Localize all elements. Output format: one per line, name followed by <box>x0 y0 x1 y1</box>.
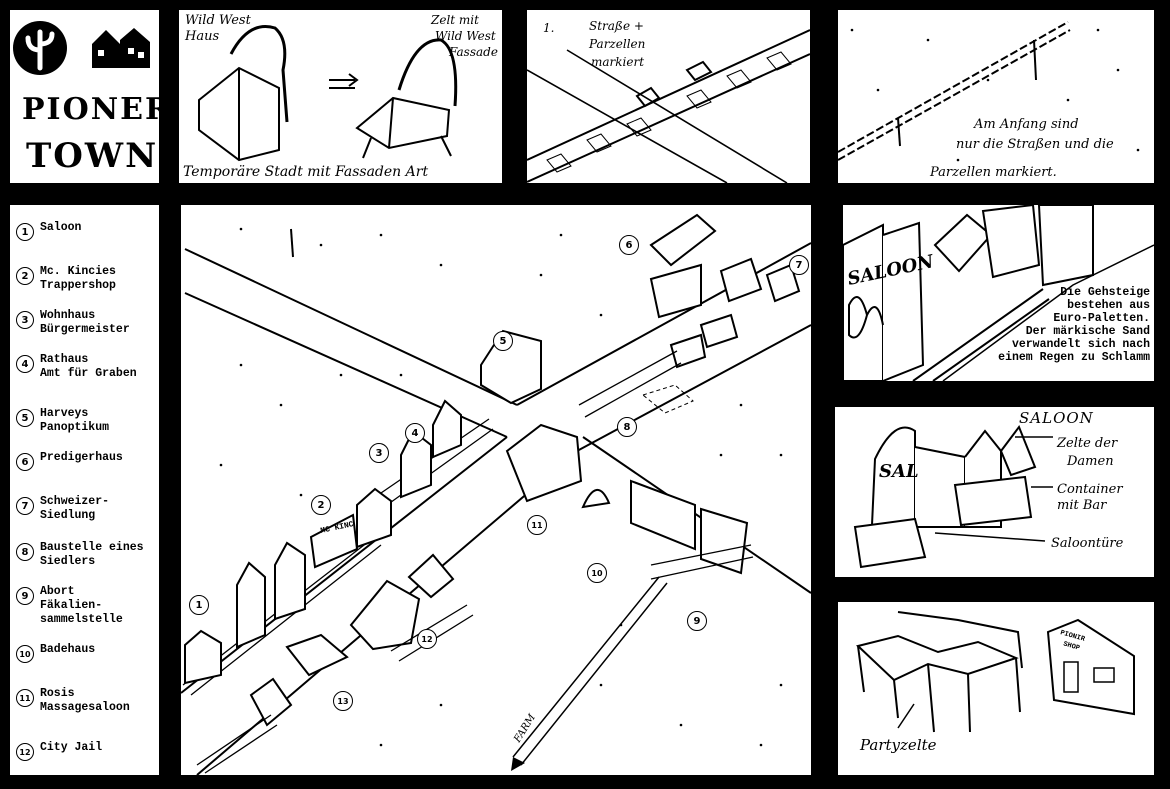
saloon-detail-title: SALOON <box>1019 409 1094 427</box>
logo-panel: PIONER TOWN <box>10 10 159 183</box>
cactus-icon <box>13 21 67 75</box>
legend-item: 7 Schweizer- Siedlung <box>16 495 109 523</box>
legend-label: Harveys Panoptikum <box>40 407 110 434</box>
party-label: Partyzelte <box>859 736 937 754</box>
map-marker-10: 10 <box>587 563 607 583</box>
legend-item: 11 Rosis Massagesaloon <box>16 687 130 715</box>
tent-concept-caption: Temporäre Stadt mit Fassaden Art <box>183 164 428 180</box>
legend-item: 6 Predigerhaus <box>16 451 123 471</box>
legend-item: 8 Baustelle eines Siedlers <box>16 541 144 569</box>
map-marker-3: 3 <box>369 443 389 463</box>
legend-item: 2 Mc. Kincies Trappershop <box>16 265 116 293</box>
map-marker-12: 12 <box>417 629 437 649</box>
house-icon <box>92 28 150 68</box>
legend-item: 1 Saloon <box>16 221 81 241</box>
map-marker-4: 4 <box>405 423 425 443</box>
legend-number-badge: 8 <box>16 543 34 561</box>
legend-panel: 1 Saloon 2 Mc. Kincies Trappershop 3 Wohnhaus… <box>10 205 159 775</box>
legend-number-badge: 3 <box>16 311 34 329</box>
map-marker-8: 8 <box>617 417 637 437</box>
legend-number-badge: 7 <box>16 497 34 515</box>
logo-title-line2: TOWN <box>26 136 159 176</box>
legend-number-badge: 9 <box>16 587 34 605</box>
map-marker-2: 2 <box>311 495 331 515</box>
map-marker-9: 9 <box>687 611 707 631</box>
map-marker-1: 1 <box>189 595 209 615</box>
logo-title-line1: PIONER <box>22 92 159 127</box>
saloon-detail-facade-sign: SAL <box>879 461 919 482</box>
label-house-line1: Wild West <box>185 13 252 28</box>
map-marker-7: 7 <box>789 255 809 275</box>
legend-label: Schweizer- Siedlung <box>40 495 110 522</box>
legend-label: Abort Fäkalien- sammelstelle <box>40 585 123 626</box>
legend-number-badge: 6 <box>16 453 34 471</box>
legend-label: Badehaus <box>40 643 96 656</box>
legend-number-badge: 1 <box>16 223 34 241</box>
legend-number-badge: 4 <box>16 355 34 373</box>
legend-item: 12 City Jail <box>16 741 102 761</box>
legend-item: 10 Badehaus <box>16 643 95 663</box>
legend-number-badge: 12 <box>16 743 34 761</box>
map-marker-6: 6 <box>619 235 639 255</box>
legend-label: City Jail <box>40 741 103 754</box>
legend-label: Baustelle eines Siedlers <box>40 541 144 568</box>
legend-number-badge: 5 <box>16 409 34 427</box>
legend-label: Saloon <box>40 221 82 234</box>
map-marker-11: 11 <box>527 515 547 535</box>
svg-text:Saloontüre: Saloontüre <box>1051 536 1124 551</box>
main-map-sketch: FARM MC KINC <box>181 213 811 775</box>
legend-label: Predigerhaus <box>40 451 123 464</box>
party-sketch: Partyzelte PIONIRSHOP <box>855 611 1135 754</box>
legend-number-badge: 11 <box>16 689 34 707</box>
legend-label: Rosis Massagesaloon <box>40 687 130 714</box>
party-panel: Partyzelte PIONIRSHOP <box>838 602 1154 775</box>
map-marker-13: 13 <box>333 691 353 711</box>
legend-item: 3 Wohnhaus Bürgermeister <box>16 309 130 337</box>
farm-label: FARM <box>512 712 539 746</box>
legend-item: 9 Abort Fäkalien- sammelstelle <box>16 585 123 627</box>
tent-concept-sketch <box>198 25 458 162</box>
legend-item: 5 Harveys Panoptikum <box>16 407 109 435</box>
legend-label: Wohnhaus Bürgermeister <box>40 309 130 336</box>
map-marker-5: 5 <box>493 331 513 351</box>
legend-number-badge: 10 <box>16 645 34 663</box>
legend-number-badge: 2 <box>16 267 34 285</box>
legend-label: Mc. Kincies Trappershop <box>40 265 116 292</box>
legend-label: Rathaus Amt für Graben <box>40 353 137 380</box>
legend-item: 4 Rathaus Amt für Graben <box>16 353 137 381</box>
